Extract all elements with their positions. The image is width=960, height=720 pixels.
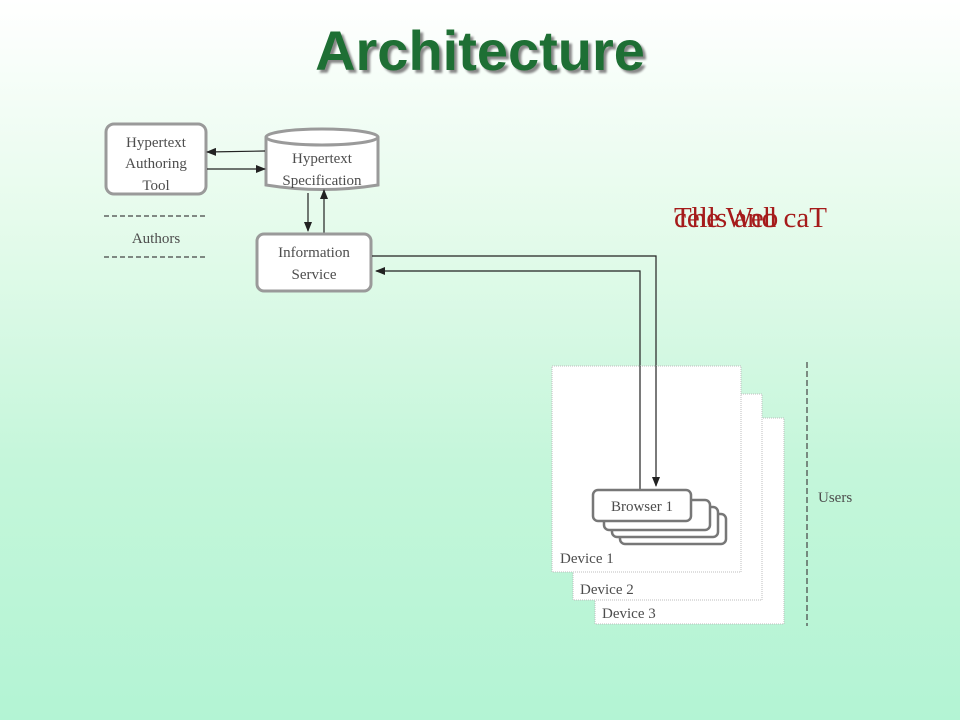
overlapping-heading: The Web cells and caT bbox=[660, 202, 880, 246]
device-1-label: Device 1 bbox=[560, 551, 614, 567]
information-service-node: Information Service bbox=[255, 232, 373, 293]
overlay-text-cells-and-cat: cells and caT bbox=[674, 202, 827, 234]
info-service-label-1: Information bbox=[278, 245, 350, 261]
hypertext-spec-database: Hypertext Specification bbox=[264, 127, 380, 191]
authoring-tool-label-3: Tool bbox=[142, 178, 169, 194]
authors-label: Authors bbox=[132, 231, 180, 247]
overlay-text-the-web: The Web bbox=[674, 202, 779, 234]
browser-1-node: Browser 1 bbox=[591, 488, 693, 523]
page-title: Architecture bbox=[315, 19, 645, 82]
authoring-tool-label-2: Authoring bbox=[125, 156, 187, 172]
authoring-tool-label-1: Hypertext bbox=[126, 135, 187, 151]
browser-1-label: Browser 1 bbox=[611, 499, 673, 515]
device-2-label: Device 2 bbox=[580, 582, 634, 598]
spec-to-tool-arrow bbox=[206, 147, 266, 156]
device-3-label: Device 3 bbox=[602, 606, 656, 622]
spec-label-1: Hypertext bbox=[292, 151, 353, 167]
authoring-tool-node: Hypertext Authoring Tool bbox=[104, 122, 208, 196]
info-service-label-2: Service bbox=[292, 267, 337, 283]
users-label: Users bbox=[818, 490, 852, 506]
spec-label-2: Specification bbox=[282, 173, 362, 189]
